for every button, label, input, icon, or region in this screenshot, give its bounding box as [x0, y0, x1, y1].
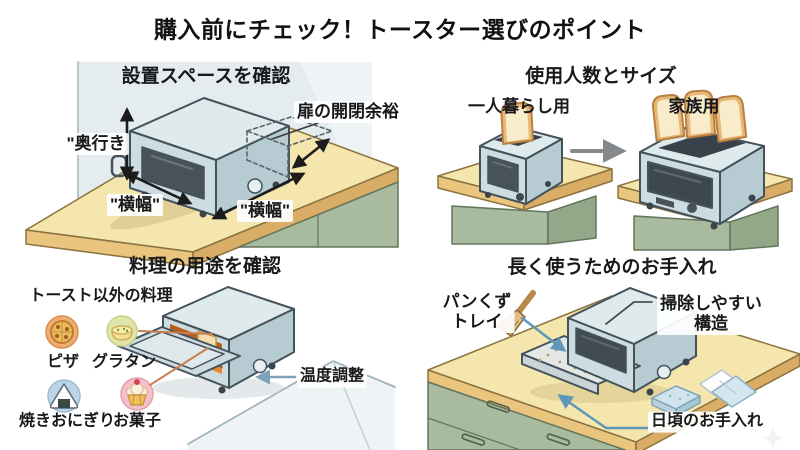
easy-clean-label-line2: 構造	[694, 314, 728, 333]
usage-heading: 料理の用途を確認	[128, 255, 282, 277]
crumb-tray-arrow	[520, 316, 567, 352]
bread-slice	[500, 101, 534, 145]
sparkle	[763, 428, 783, 448]
care-heading: 長く使うためのお手入れ	[507, 256, 717, 278]
crumb-tray-label-line1: パンくず	[442, 291, 512, 311]
single-use-label: 一人暮らし用	[468, 96, 570, 116]
crumb-tray-label: パンくず トレイ	[439, 290, 515, 334]
usage-illustration	[45, 286, 396, 450]
drawer-handle	[486, 400, 511, 413]
door-clearance-pointer	[271, 122, 319, 140]
crumb-tray-label-line2: トレイ	[451, 312, 503, 331]
family-use-label: 家族用	[668, 96, 720, 116]
family-toaster	[639, 89, 765, 230]
page-title: 購入前にチェック！トースター選びのポイント	[153, 16, 647, 43]
door-clearance-label: 扉の開閉余裕	[294, 100, 402, 124]
pizza-icon	[45, 315, 79, 349]
easy-clean-label: 掃除しやすい 構造	[657, 292, 765, 336]
width-label-right: "横幅"	[236, 199, 294, 223]
width-arrow-left	[123, 171, 193, 205]
onigiri-icon	[47, 379, 81, 413]
size-heading: 使用人数とサイズ	[525, 65, 677, 87]
drawer-handle	[461, 433, 486, 446]
daily-care-label: 日頃のお手入れ	[647, 411, 767, 433]
drawer-handle	[546, 433, 571, 446]
sweets-label: お菓子	[112, 412, 162, 430]
onigiri-label: 焼きおにぎり	[18, 412, 116, 430]
single-toaster	[479, 101, 563, 205]
pizza-label: ピザ	[46, 353, 80, 371]
usage-subheading: トースト以外の料理	[29, 287, 173, 305]
temperature-knob	[252, 358, 268, 374]
gratin-label: グラタン	[91, 353, 157, 371]
sweets-pointer-line	[149, 347, 209, 386]
cupcake-icon	[120, 377, 154, 411]
door-clearance-arrow	[291, 138, 331, 169]
bread-slices	[652, 89, 748, 143]
install-heading: 設置スペースを確認	[121, 65, 291, 87]
easy-clean-label-line1: 掃除しやすい	[660, 293, 762, 313]
care-cabinet	[427, 381, 626, 450]
width-label-left: "横幅"	[106, 193, 164, 217]
gratin-icon	[106, 315, 138, 347]
temperature-label: 温度調整	[296, 366, 368, 388]
daily-care-arrow	[557, 394, 652, 430]
width-arrow-right	[211, 172, 306, 220]
size-illustration	[437, 89, 793, 251]
cloth-icons	[699, 369, 757, 408]
easy-clean-pointer	[605, 301, 653, 325]
care-toaster-knob	[656, 364, 672, 380]
gratin-pointer-line	[138, 330, 213, 335]
install-illustration	[25, 61, 399, 267]
depth-label: "奥行き	[63, 132, 129, 156]
toaster-knob	[247, 178, 263, 194]
